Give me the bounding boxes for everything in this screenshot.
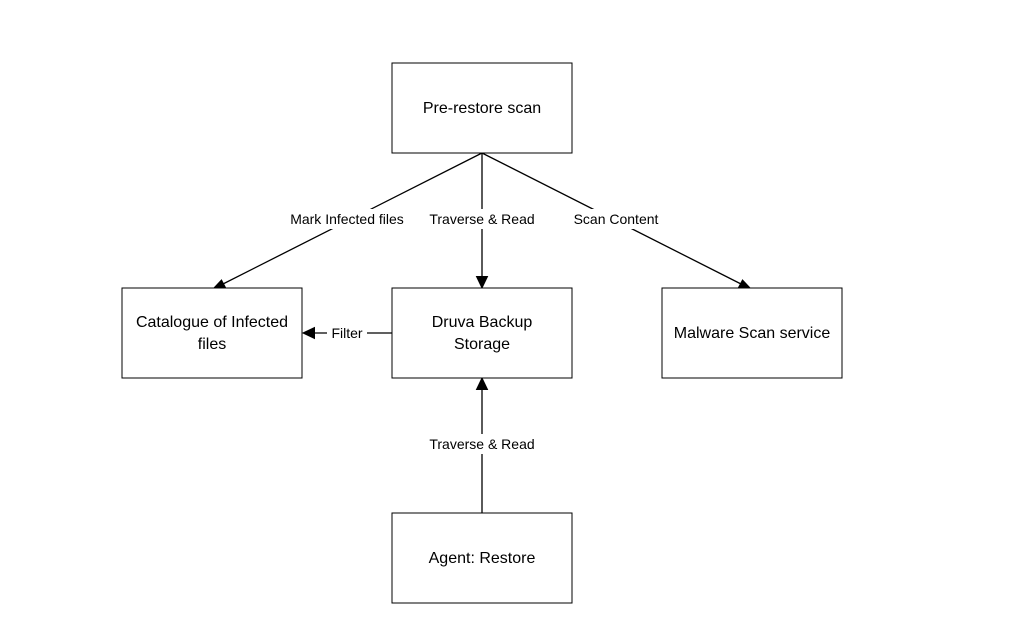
arrowhead-traverse-read-top (475, 276, 489, 290)
pre-restore-scan-label: Pre-restore scan (423, 100, 541, 117)
node-pre-restore-scan: Pre-restore scan (391, 62, 573, 154)
edge-label-filter: Filter (327, 323, 367, 343)
filter-label: Filter (331, 325, 362, 341)
catalogue-label-line-1: Catalogue of Infected (136, 314, 288, 331)
node-agent-restore: Agent: Restore (391, 512, 573, 604)
node-catalogue-of-infected-files: Catalogue of Infected files (121, 287, 303, 379)
catalogue-label-line-2: files (198, 336, 226, 353)
node-druva-backup-storage: Druva Backup Storage (391, 287, 573, 379)
scan-content-label: Scan Content (574, 211, 659, 227)
edge-label-traverse-read-bottom: Traverse & Read (418, 434, 546, 454)
edge-label-scan-content: Scan Content (564, 209, 669, 229)
malware-scan-service-label: Malware Scan service (674, 325, 831, 342)
storage-label-line-2: Storage (454, 336, 510, 353)
traverse-read-top-label: Traverse & Read (429, 211, 534, 227)
edge-label-mark-infected: Mark Infected files (278, 209, 416, 229)
node-malware-scan-service: Malware Scan service (661, 287, 843, 379)
arrowhead-traverse-read-bottom (475, 376, 489, 390)
edge-label-traverse-read-top: Traverse & Read (418, 209, 546, 229)
storage-label-line-1: Druva Backup (432, 314, 533, 331)
agent-restore-label: Agent: Restore (429, 550, 536, 567)
arrowhead-filter (301, 326, 315, 340)
mark-infected-label: Mark Infected files (290, 211, 404, 227)
traverse-read-bottom-label: Traverse & Read (429, 436, 534, 452)
